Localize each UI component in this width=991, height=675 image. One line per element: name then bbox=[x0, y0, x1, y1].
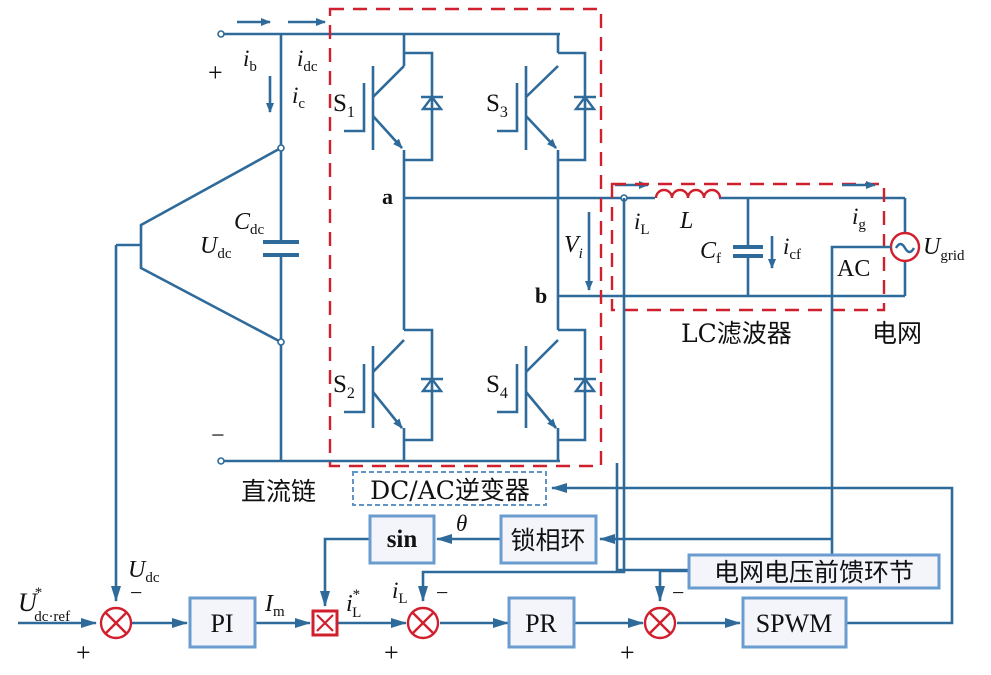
cdc-label: Cdc bbox=[234, 209, 265, 238]
idc-label: idc bbox=[297, 46, 318, 75]
inverter-label-box bbox=[352, 471, 547, 506]
udc-sense-wedge bbox=[139, 147, 280, 343]
inverter-boundary bbox=[328, 7, 603, 468]
lc-filter-label: LC滤波器 bbox=[681, 319, 792, 348]
vi-label: Vi bbox=[564, 232, 583, 262]
sum-junction-ff bbox=[643, 606, 677, 640]
dc-negative-terminal bbox=[217, 457, 225, 465]
dc-positive-terminal bbox=[217, 30, 225, 38]
feedforward-label: 电网电压前馈环节 bbox=[714, 558, 914, 587]
dc-link-label: 直流链 bbox=[241, 477, 316, 506]
il-plus-sign: + bbox=[384, 638, 399, 667]
inverter-label: DC/AC逆变器 bbox=[370, 476, 530, 505]
node-a-label: a bbox=[382, 184, 393, 209]
lc-filter bbox=[615, 181, 776, 296]
udc-minus-sign: − bbox=[130, 580, 142, 605]
udc-plus-sign: + bbox=[76, 638, 91, 667]
il-label: iL bbox=[634, 209, 650, 238]
udc-label: Udc bbox=[200, 233, 232, 262]
switch-s2-label: S2 bbox=[333, 371, 355, 402]
feedforward-block bbox=[687, 553, 941, 590]
spwm-block bbox=[741, 596, 848, 649]
dc-plus-sign: + bbox=[208, 58, 223, 87]
dc-link bbox=[116, 18, 560, 465]
sum-junction-udc bbox=[99, 606, 133, 640]
il-feedback-label: iL bbox=[392, 578, 408, 607]
udc-ref-label: U*dc·ref bbox=[18, 585, 70, 625]
pi-label: PI bbox=[210, 609, 233, 638]
multiplier-block bbox=[311, 609, 339, 637]
pr-label: PR bbox=[525, 609, 557, 638]
theta-label: θ bbox=[456, 511, 467, 536]
sin-label: sin bbox=[387, 526, 418, 553]
pi-block bbox=[188, 596, 257, 649]
dc-minus-sign: − bbox=[211, 423, 225, 449]
sum-junction-il bbox=[406, 606, 440, 640]
sin-block bbox=[368, 514, 436, 565]
ac-label: AC bbox=[837, 256, 870, 282]
il-ref-label: i*L bbox=[346, 587, 361, 621]
ff-minus-sign: − bbox=[672, 580, 684, 605]
ic-label: ic bbox=[292, 83, 305, 112]
pr-block bbox=[507, 596, 576, 649]
il-minus-sign: − bbox=[436, 580, 448, 605]
im-label: Im bbox=[264, 591, 285, 620]
udc-feedback-label: Udc bbox=[128, 557, 160, 586]
ig-label: ig bbox=[852, 204, 866, 233]
icf-label: icf bbox=[783, 234, 801, 263]
ff-plus-sign: + bbox=[620, 638, 635, 667]
switch-s1-label: S1 bbox=[333, 90, 355, 121]
node-b-label: b bbox=[535, 283, 547, 308]
inductor-label: L bbox=[679, 208, 693, 234]
grid bbox=[615, 181, 921, 572]
switch-s3-label: S3 bbox=[486, 90, 508, 121]
inverter-bridge bbox=[344, 34, 905, 461]
cf-label: Cf bbox=[700, 238, 721, 267]
pll-block bbox=[499, 514, 598, 565]
control-wiring bbox=[18, 198, 954, 628]
pll-label: 锁相环 bbox=[510, 526, 585, 555]
spwm-label: SPWM bbox=[756, 609, 833, 638]
inductor-l bbox=[654, 188, 722, 199]
grid-label: 电网 bbox=[872, 319, 922, 348]
switch-s4-label: S4 bbox=[486, 371, 508, 402]
ib-label: ib bbox=[243, 46, 257, 75]
ugrid-label: Ugrid bbox=[923, 234, 965, 264]
